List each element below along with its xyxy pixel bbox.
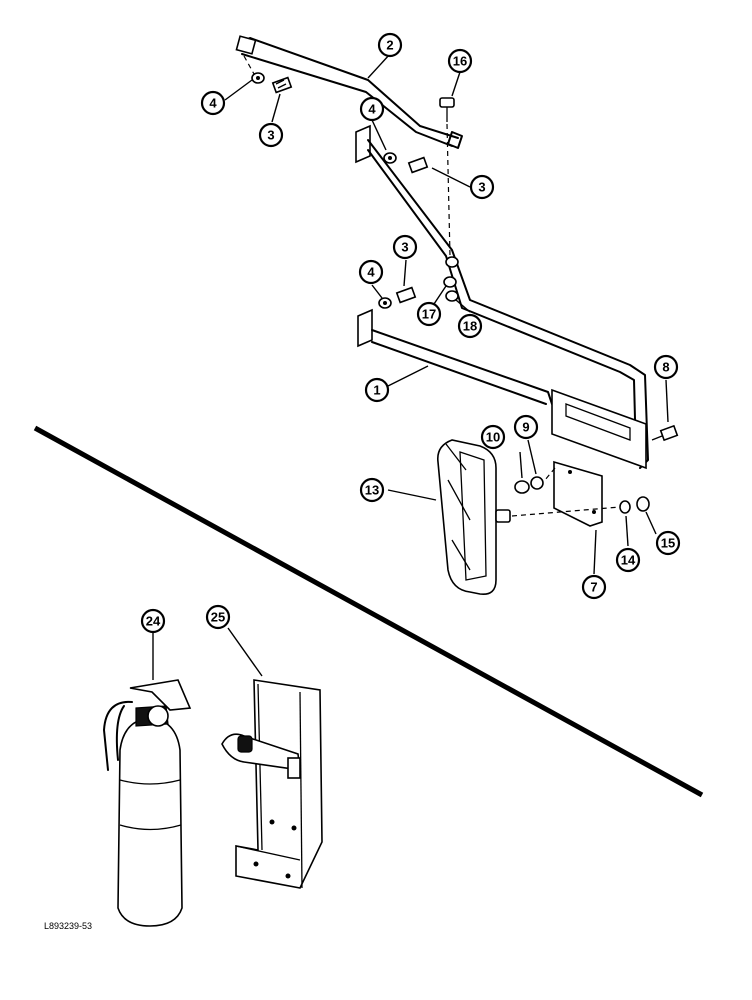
callout-13: 13 <box>359 477 385 503</box>
callout-17: 17 <box>416 301 442 327</box>
callout-18-label: 18 <box>463 319 477 334</box>
callout-2-label: 2 <box>386 38 393 53</box>
callout-9-label: 9 <box>522 420 529 435</box>
callout-4: 4 <box>359 96 385 122</box>
lower-mirror-arm <box>355 124 649 470</box>
callout-14: 14 <box>615 547 641 573</box>
callout-24-label: 24 <box>146 614 161 629</box>
callout-3: 3 <box>258 122 284 148</box>
callout-15: 15 <box>655 530 681 556</box>
callout-25-label: 25 <box>211 610 225 625</box>
callout-3-label: 3 <box>401 240 408 255</box>
callout-10: 10 <box>480 424 506 450</box>
callout-4: 4 <box>358 259 384 285</box>
callout-17-label: 17 <box>422 307 436 322</box>
mirror <box>436 439 511 596</box>
hardware <box>251 72 679 527</box>
callout-4-label: 4 <box>209 96 217 111</box>
callout-3-label: 3 <box>478 180 485 195</box>
callout-3-label: 3 <box>267 128 274 143</box>
alignment-lines <box>243 55 621 517</box>
callout-16-label: 16 <box>453 54 467 69</box>
callout-3: 3 <box>469 174 495 200</box>
callout-10-label: 10 <box>486 430 500 445</box>
callout-4-label: 4 <box>367 265 375 280</box>
callout-25: 25 <box>205 604 231 630</box>
callout-18: 18 <box>457 313 483 339</box>
separator-line <box>33 425 704 798</box>
callouts: 2 16 4 3 4 3 3 4 <box>140 32 681 634</box>
callout-4: 4 <box>200 90 226 116</box>
callout-16: 16 <box>447 48 473 74</box>
extinguisher-bracket <box>221 679 323 889</box>
callout-8-label: 8 <box>662 360 669 375</box>
callout-8: 8 <box>653 354 679 380</box>
fire-extinguisher <box>103 679 192 927</box>
figure-reference: L893239-53 <box>44 921 92 931</box>
leader-lines <box>152 53 669 680</box>
callout-3: 3 <box>392 234 418 260</box>
callout-24: 24 <box>140 608 166 634</box>
callout-1-label: 1 <box>373 383 380 398</box>
callout-2: 2 <box>377 32 403 58</box>
callout-7-label: 7 <box>590 580 597 595</box>
upper-mirror-arm <box>235 35 463 149</box>
callout-9: 9 <box>513 414 539 440</box>
callout-13-label: 13 <box>365 483 379 498</box>
callout-14-label: 14 <box>621 553 636 568</box>
callout-7: 7 <box>581 574 607 600</box>
callout-15-label: 15 <box>661 536 675 551</box>
callout-1: 1 <box>364 377 390 403</box>
callout-4-label: 4 <box>368 102 376 117</box>
